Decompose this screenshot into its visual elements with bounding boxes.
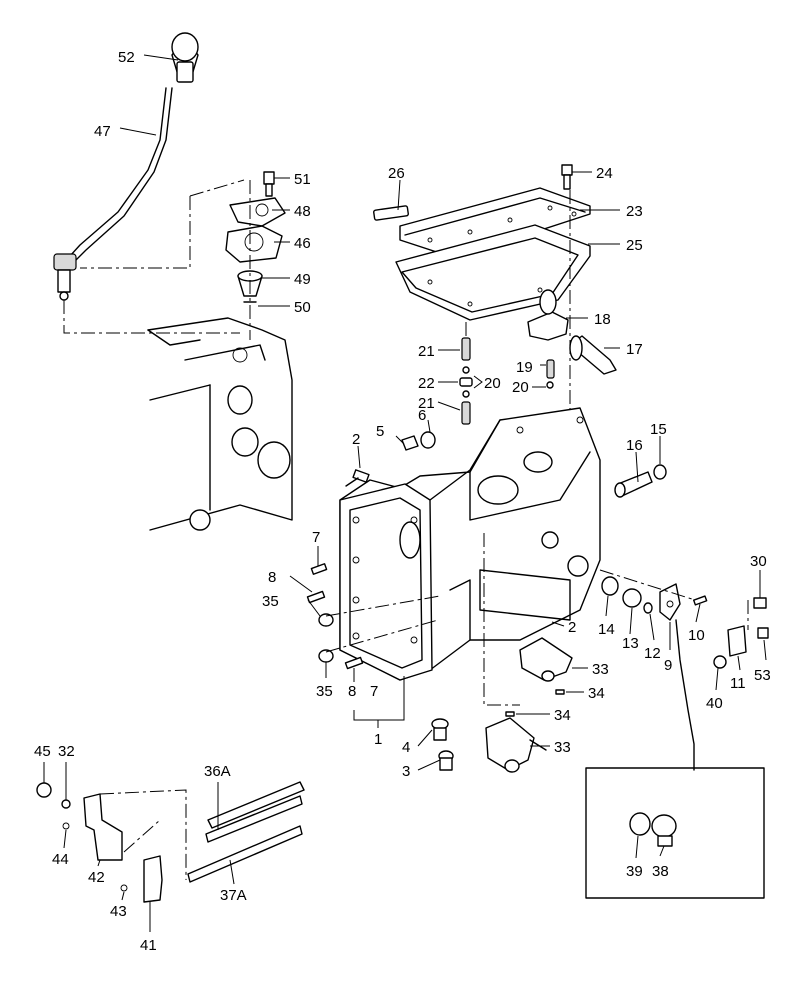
callout-52: 52 — [118, 49, 135, 66]
callout-4: 4 — [402, 739, 410, 756]
callout-16: 16 — [626, 437, 643, 454]
callout-38: 38 — [652, 863, 669, 880]
callout-17: 17 — [626, 341, 643, 358]
detent-parts — [459, 337, 555, 425]
callout-18: 18 — [594, 311, 611, 328]
callout-41: 41 — [140, 937, 157, 954]
callout-45: 45 — [34, 743, 51, 760]
inset-detail — [585, 619, 765, 899]
callout-32: 32 — [58, 743, 75, 760]
callout-53: 53 — [754, 667, 771, 684]
callout-8: 8 — [268, 569, 276, 586]
callout-43: 43 — [110, 903, 127, 920]
callout-5: 5 — [376, 423, 384, 440]
callout-12: 12 — [644, 645, 661, 662]
callout-13: 13 — [622, 635, 639, 652]
callout-14: 14 — [598, 621, 615, 638]
callout-15: 15 — [650, 421, 667, 438]
callout-7-lower: 7 — [370, 683, 378, 700]
callout-49: 49 — [294, 271, 311, 288]
case-fasteners — [306, 431, 441, 670]
gear-lever-assembly — [53, 32, 245, 334]
callout-11: 11 — [730, 675, 746, 692]
bracket-parts — [713, 597, 769, 669]
transmission-case — [339, 407, 601, 706]
callout-22: 22 — [418, 375, 435, 392]
callout-44: 44 — [52, 851, 69, 868]
leader-lines — [43, 54, 767, 932]
callout-35-lower: 35 — [316, 683, 333, 700]
callout-23: 23 — [626, 203, 643, 220]
adjacent-housing — [147, 317, 293, 531]
callout-10: 10 — [688, 627, 705, 644]
drain-plug — [431, 718, 454, 771]
callout-21-lower: 21 — [418, 395, 435, 412]
callout-33: 33 — [592, 661, 609, 678]
callout-labels: 52 47 51 48 46 49 50 26 24 23 25 18 17 2… — [34, 49, 771, 954]
callout-2-right: 2 — [568, 619, 576, 636]
callout-37A: 37A — [220, 887, 247, 904]
callout-24: 24 — [596, 165, 613, 182]
callout-48: 48 — [294, 203, 311, 220]
linkage-assembly — [36, 781, 305, 903]
callout-20: 20 — [484, 375, 501, 392]
callout-51: 51 — [294, 171, 311, 188]
lever-housing-parts — [225, 171, 286, 340]
shift-forks — [485, 637, 573, 773]
callout-25: 25 — [626, 237, 643, 254]
callout-40: 40 — [706, 695, 723, 712]
callout-39: 39 — [626, 863, 643, 880]
callout-1: 1 — [374, 731, 382, 748]
callout-36A: 36A — [204, 763, 231, 780]
callout-3: 3 — [402, 763, 410, 780]
callout-6: 6 — [418, 407, 426, 424]
right-side-parts — [599, 464, 708, 621]
callout-35: 35 — [262, 593, 279, 610]
shift-fork-shaft — [527, 289, 617, 375]
callout-47: 47 — [94, 123, 111, 140]
callout-50: 50 — [294, 299, 311, 316]
callout-19: 19 — [516, 359, 533, 376]
callout-26: 26 — [388, 165, 405, 182]
callout-34: 34 — [588, 685, 605, 702]
callout-8-lower: 8 — [348, 683, 356, 700]
callout-21: 21 — [418, 343, 435, 360]
callout-42: 42 — [88, 869, 105, 886]
callout-9: 9 — [664, 657, 672, 674]
callout-46: 46 — [294, 235, 311, 252]
callout-2: 2 — [352, 431, 360, 448]
callout-34-lower: 34 — [554, 707, 571, 724]
callout-30: 30 — [750, 553, 767, 570]
callout-7: 7 — [312, 529, 320, 546]
callout-33-lower: 33 — [554, 739, 571, 756]
callout-20-lower: 20 — [512, 379, 529, 396]
